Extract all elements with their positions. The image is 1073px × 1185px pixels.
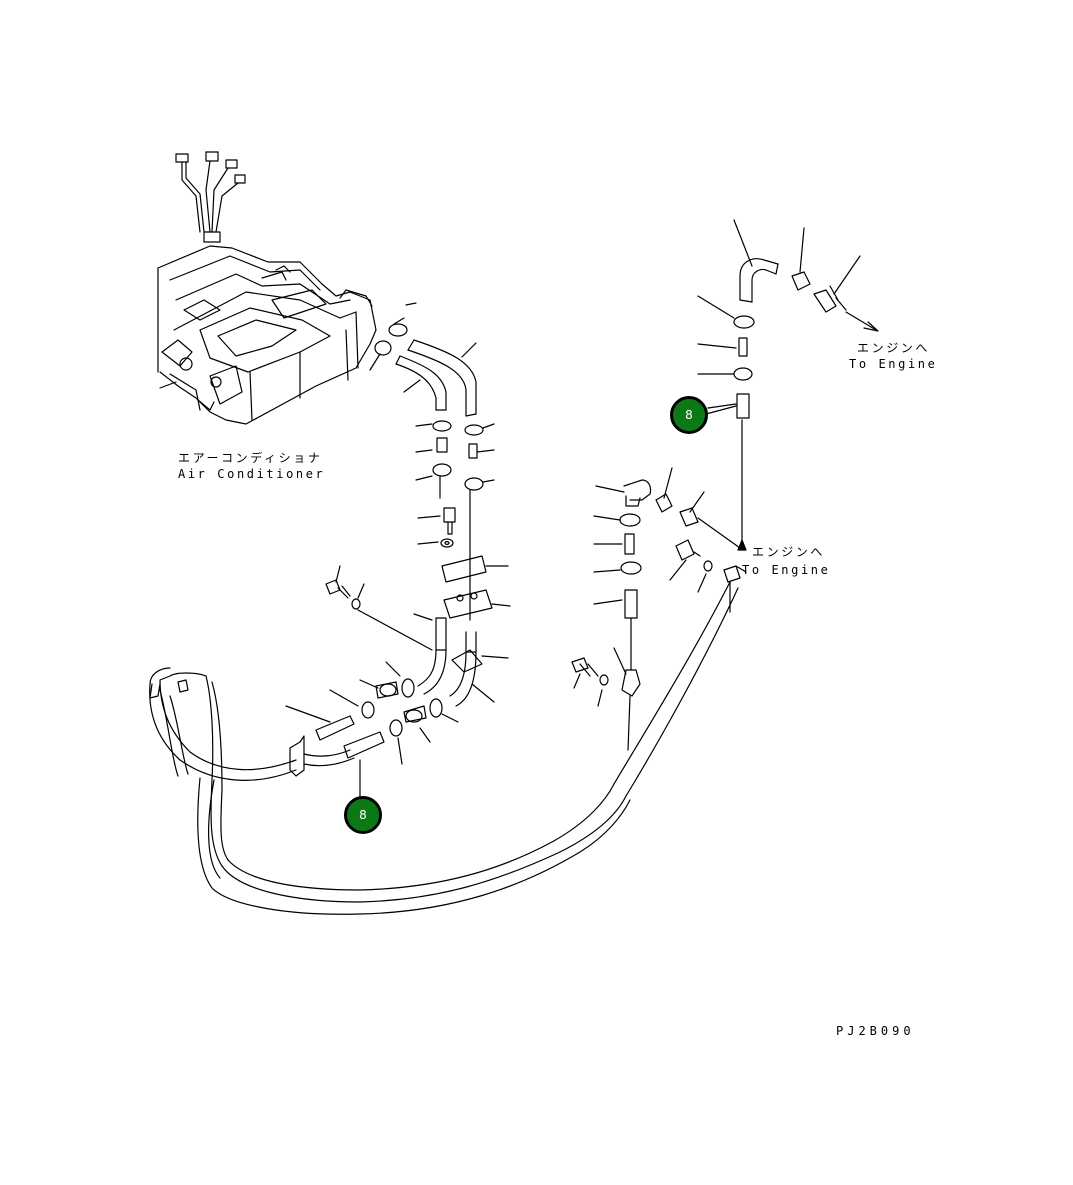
drawing-code: PJ2B090	[836, 1024, 915, 1038]
to-engine-top-label-jp: エンジンへ	[857, 341, 931, 355]
callout-badge-bottom[interactable]: 8	[344, 796, 382, 834]
to-engine-top-label-en: To Engine	[849, 357, 938, 371]
callout-top-leader	[705, 405, 737, 415]
to-engine-mid-label-en: To Engine	[742, 563, 831, 577]
air-conditioner-unit	[157, 151, 377, 425]
air-conditioner-label-en: Air Conditioner	[178, 467, 326, 481]
to-engine-mid-label-jp: エンジンへ	[752, 545, 826, 559]
main-hose-run	[149, 581, 739, 915]
callout-badge-top[interactable]: 8	[670, 396, 708, 434]
ac-side-fittings	[285, 302, 511, 765]
air-conditioner-label-jp: エアーコンディショナ	[178, 451, 323, 465]
engine-side-fittings	[571, 219, 879, 751]
